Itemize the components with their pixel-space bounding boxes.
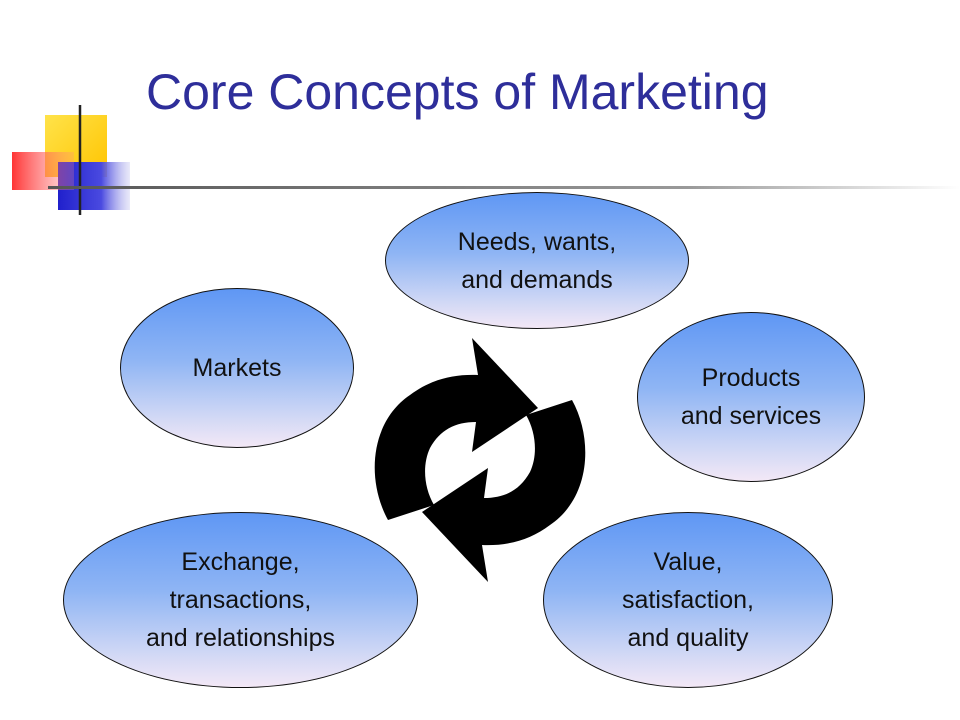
horizontal-rule (48, 186, 960, 189)
slide-title: Core Concepts of Marketing (146, 64, 769, 120)
concept-value-satisfaction-quality: Value, satisfaction, and quality (543, 512, 833, 688)
concept-exchange-transactions-relationships: Exchange, transactions, and relationship… (63, 512, 418, 688)
concept-needs-wants-demands: Needs, wants, and demands (385, 192, 689, 329)
concept-label: Exchange, transactions, and relationship… (145, 548, 335, 652)
red-square (12, 152, 74, 190)
title-decoration (12, 105, 960, 215)
concept-markets: Markets (120, 288, 354, 448)
concept-label: Needs, wants, and demands (457, 227, 617, 294)
concept-label: Markets (192, 354, 282, 382)
cycle-arrows-icon (374, 338, 586, 582)
concept-products-services: Products and services (637, 312, 865, 482)
concept-label: Value, satisfaction, and quality (621, 548, 754, 652)
concept-label: Products and services (680, 364, 822, 430)
